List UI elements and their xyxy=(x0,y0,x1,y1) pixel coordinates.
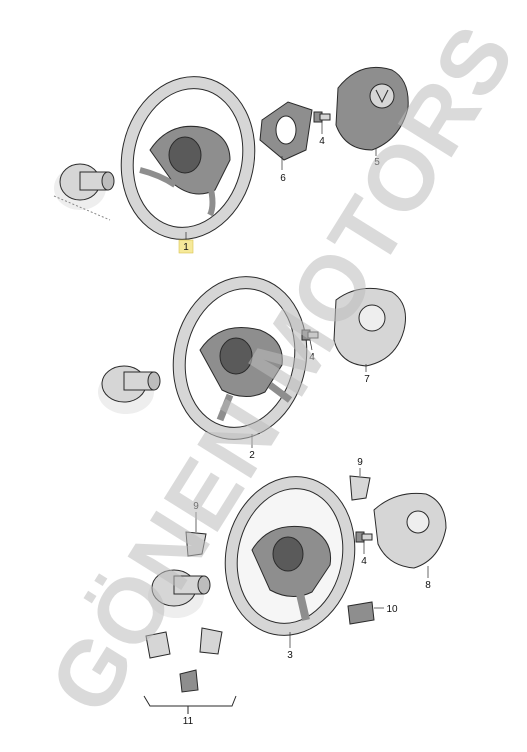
trim-cover-9b xyxy=(185,531,207,557)
callout-3: 3 xyxy=(287,650,293,661)
trim-cover-9a xyxy=(349,475,371,501)
steering-wheel-3 xyxy=(224,476,356,636)
airbag-unit-7 xyxy=(333,287,406,367)
leader-lines xyxy=(185,122,429,648)
callout-5: 5 xyxy=(374,157,380,168)
callout-8: 8 xyxy=(425,580,431,591)
callout-10: 10 xyxy=(386,604,398,615)
callout-4b: 4 xyxy=(309,352,315,363)
callout-labels: 1 6 4 5 2 4 7 3 4 8 9 9 10 11 xyxy=(178,136,431,727)
callout-9a: 9 xyxy=(357,457,363,468)
screw-4b xyxy=(301,329,319,341)
paddle-10 xyxy=(347,601,375,625)
callout-2: 2 xyxy=(249,450,255,461)
callout-4c: 4 xyxy=(361,556,367,567)
mounting-bracket-6 xyxy=(259,101,313,161)
steering-wheel-2 xyxy=(172,276,308,440)
callout-11: 11 xyxy=(183,716,194,727)
callout-4a: 4 xyxy=(319,136,325,147)
assembly-group-3 xyxy=(143,475,447,714)
callout-1-highlight xyxy=(178,239,194,254)
callout-9b: 9 xyxy=(193,501,199,512)
airbag-unit-8 xyxy=(373,492,447,569)
steering-column-hub-2 xyxy=(98,365,161,414)
callout-7: 7 xyxy=(364,374,370,385)
trim-kit-11 xyxy=(143,627,237,714)
callout-1: 1 xyxy=(183,242,189,253)
assembly-group-2 xyxy=(98,276,406,440)
screw-4c xyxy=(355,531,373,543)
assembly-group-1 xyxy=(53,66,409,240)
airbag-unit-5 xyxy=(335,66,409,151)
steering-column-hub-1 xyxy=(53,163,115,221)
steering-column-hub-3 xyxy=(148,569,211,618)
steering-wheel-1 xyxy=(120,76,256,240)
callout-6: 6 xyxy=(280,173,286,184)
screw-4a xyxy=(313,111,331,123)
